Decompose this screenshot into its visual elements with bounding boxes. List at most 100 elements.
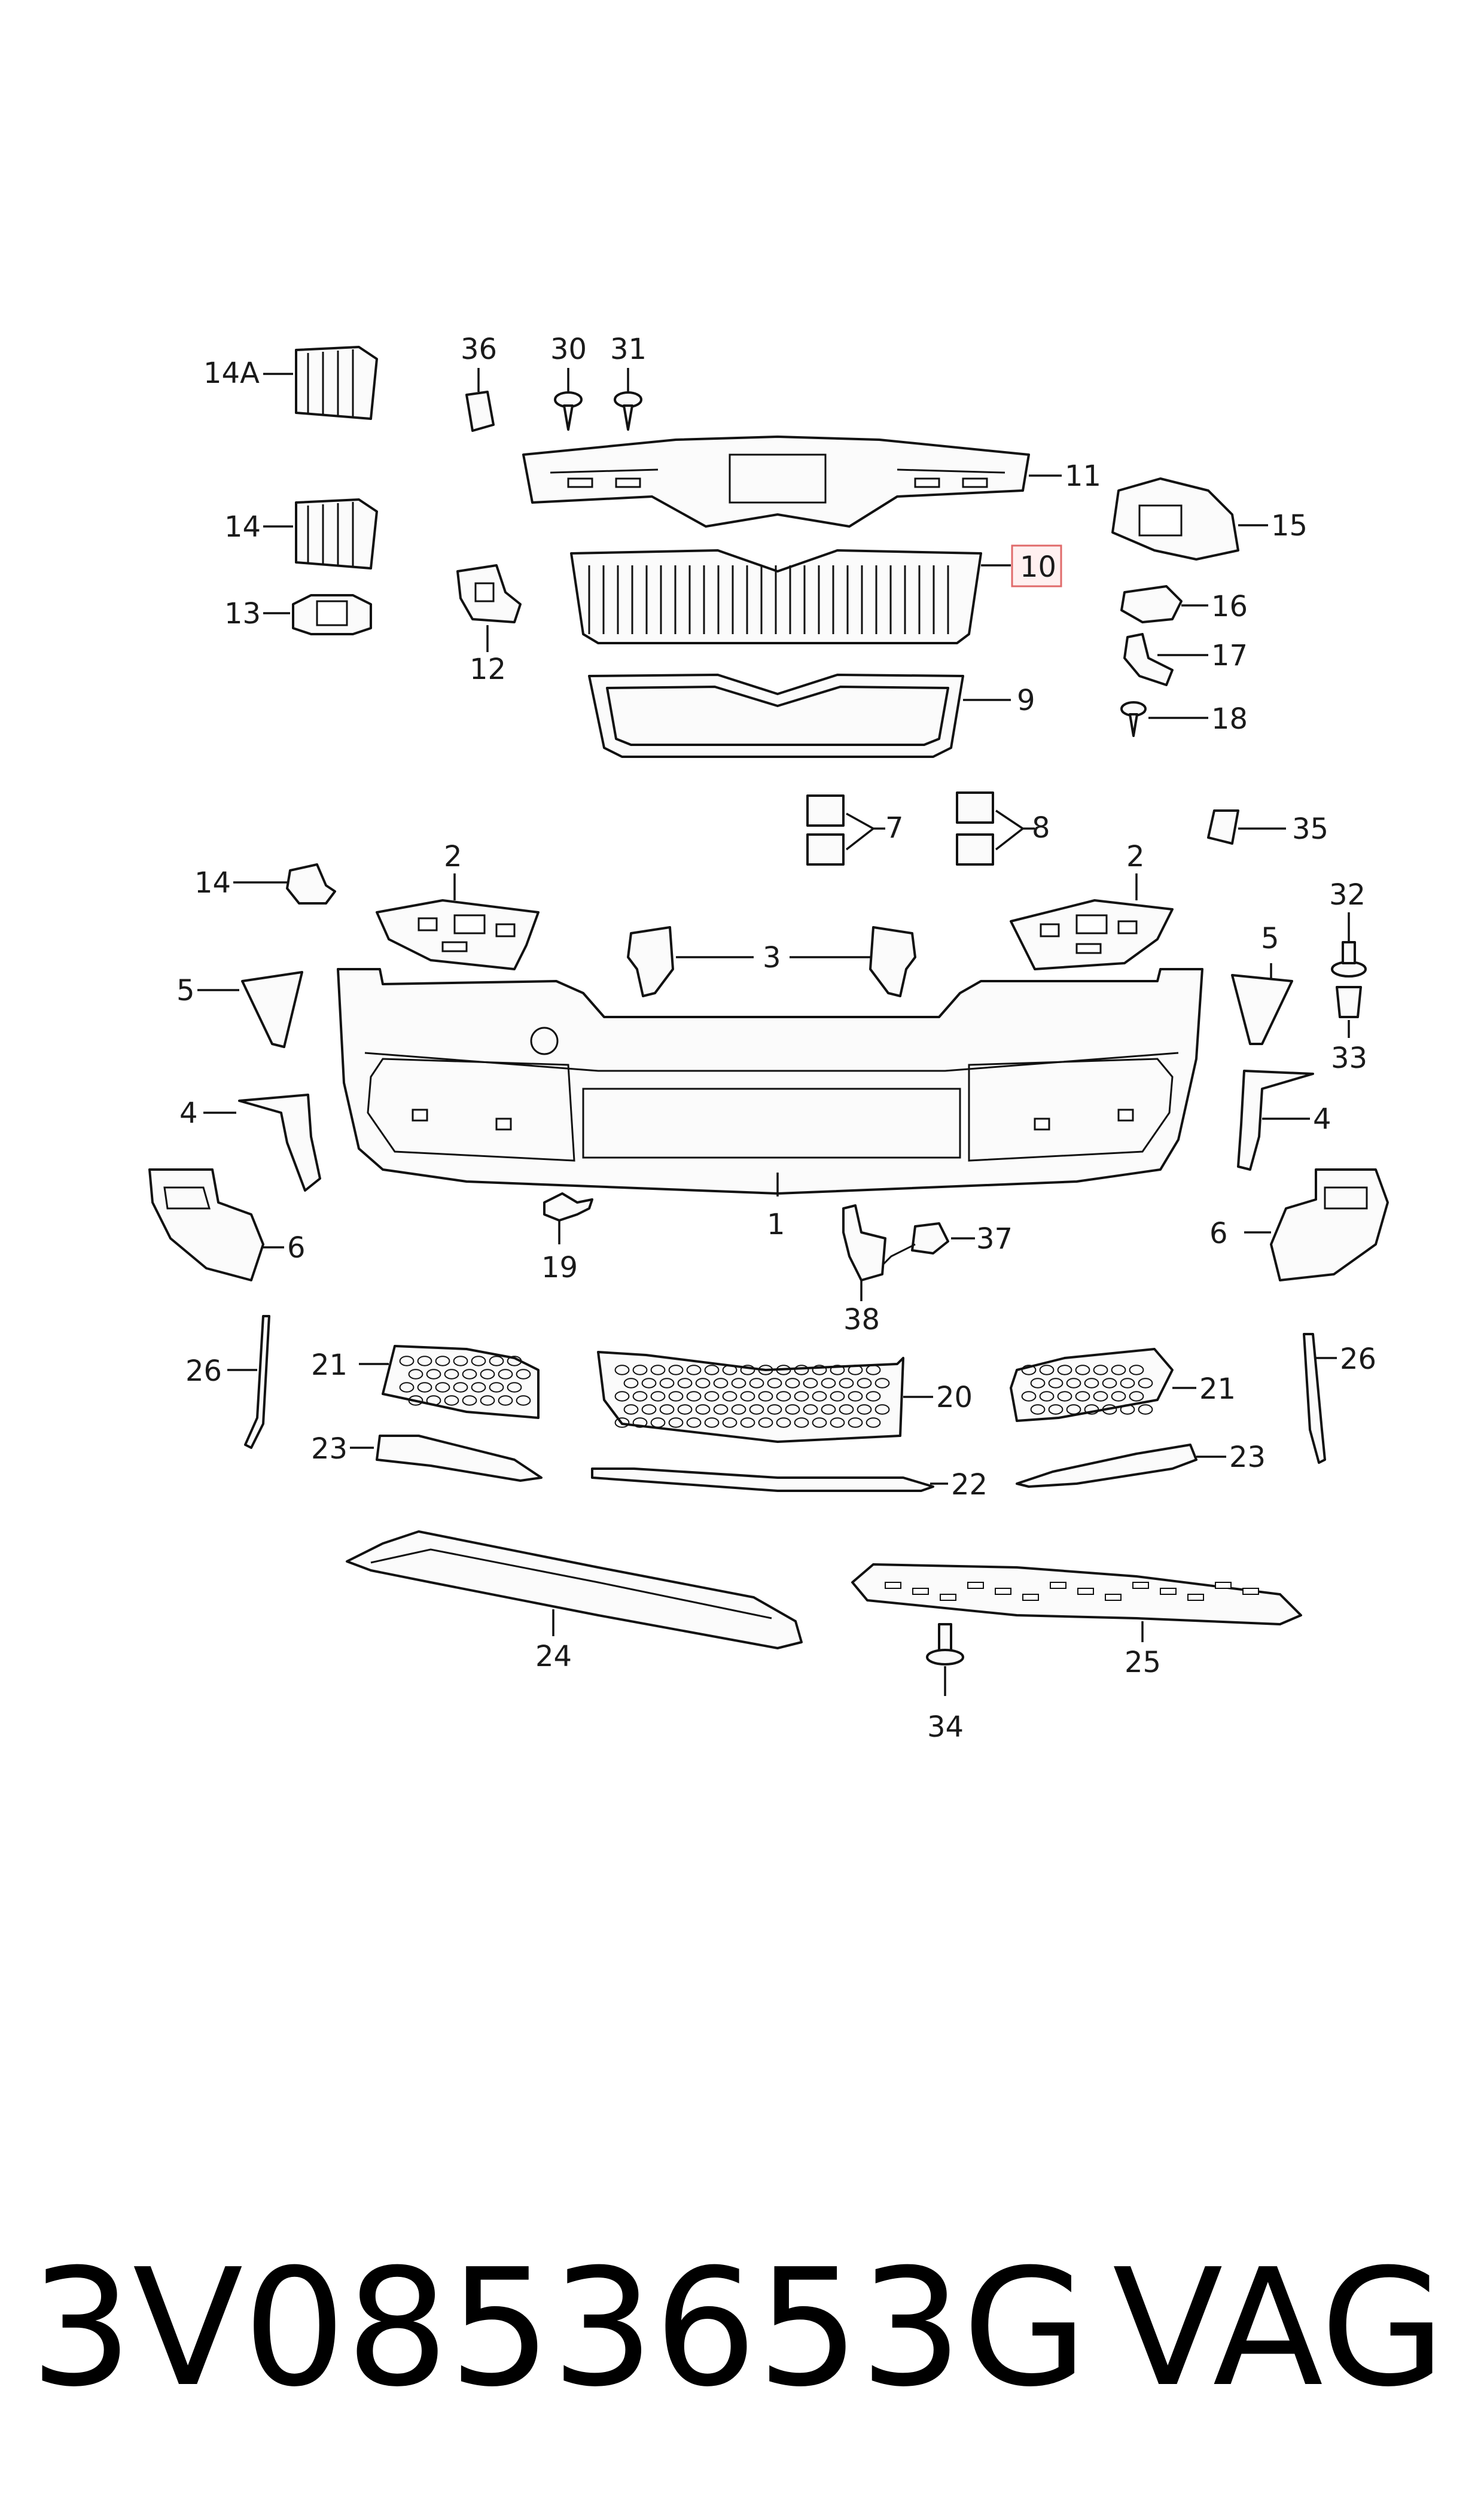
mesh-cell bbox=[758, 1365, 773, 1375]
callout-15: 15 bbox=[1271, 509, 1308, 543]
callout-10-highlight bbox=[1011, 544, 1062, 587]
mesh-cell bbox=[857, 1404, 872, 1415]
mesh-cell bbox=[776, 1365, 791, 1375]
mesh-cell bbox=[489, 1356, 504, 1366]
mesh-cell bbox=[767, 1404, 782, 1415]
callout-8: 8 bbox=[1032, 811, 1050, 845]
part-34-screw bbox=[926, 1623, 964, 1666]
panel-slot bbox=[1187, 1594, 1204, 1601]
mesh-cell bbox=[1129, 1365, 1144, 1375]
mesh-cell bbox=[659, 1378, 675, 1389]
part-35-clip bbox=[1207, 809, 1239, 845]
mesh-cell bbox=[695, 1404, 711, 1415]
mesh-cell bbox=[803, 1378, 818, 1389]
mesh-cell bbox=[668, 1365, 684, 1375]
callout-23-left: 23 bbox=[311, 1432, 348, 1466]
part-16-bracket bbox=[1120, 585, 1183, 623]
mesh-cell bbox=[803, 1404, 818, 1415]
mesh-cell bbox=[776, 1417, 791, 1428]
mesh-cell bbox=[812, 1391, 827, 1402]
callout-14-side: 14 bbox=[194, 866, 231, 900]
mesh-cell bbox=[426, 1369, 441, 1380]
mesh-cell bbox=[722, 1417, 738, 1428]
part-3-brackets bbox=[627, 926, 916, 997]
callout-33: 33 bbox=[1331, 1042, 1367, 1075]
mesh-cell bbox=[821, 1378, 836, 1389]
mesh-cell bbox=[704, 1391, 720, 1402]
mesh-cell bbox=[1030, 1404, 1046, 1415]
mesh-cell bbox=[740, 1417, 755, 1428]
mesh-cell bbox=[1066, 1378, 1081, 1389]
mesh-cell bbox=[794, 1417, 809, 1428]
mesh-cell bbox=[453, 1382, 468, 1393]
part-17-clip bbox=[1123, 633, 1174, 686]
mesh-cell bbox=[641, 1378, 657, 1389]
mesh-cell bbox=[632, 1365, 648, 1375]
mesh-cell bbox=[1057, 1365, 1072, 1375]
mesh-cell bbox=[1048, 1404, 1064, 1415]
mesh-cell bbox=[713, 1378, 729, 1389]
mesh-cell bbox=[1021, 1391, 1037, 1402]
mesh-cell bbox=[489, 1382, 504, 1393]
callout-24: 24 bbox=[535, 1640, 572, 1673]
part-6-right-bracket bbox=[1270, 1168, 1389, 1281]
part-19-grommet bbox=[543, 1192, 593, 1222]
mesh-cell bbox=[516, 1395, 531, 1406]
mesh-cell bbox=[758, 1391, 773, 1402]
callout-37: 37 bbox=[976, 1222, 1013, 1256]
mesh-cell bbox=[686, 1391, 702, 1402]
mesh-cell bbox=[677, 1378, 693, 1389]
mesh-cell bbox=[1084, 1378, 1099, 1389]
mesh-cell bbox=[426, 1395, 441, 1406]
callout-4-right: 4 bbox=[1313, 1103, 1331, 1136]
mesh-cell bbox=[1129, 1391, 1144, 1402]
mesh-cell bbox=[632, 1391, 648, 1402]
mesh-cell bbox=[874, 1404, 890, 1415]
part-25-underbody-panel bbox=[851, 1563, 1302, 1625]
mesh-cell bbox=[498, 1395, 513, 1406]
mesh-cell bbox=[1120, 1378, 1135, 1389]
mesh-cell bbox=[1075, 1365, 1090, 1375]
mesh-cell bbox=[776, 1391, 791, 1402]
mesh-cell bbox=[614, 1417, 630, 1428]
panel-slot bbox=[1050, 1582, 1066, 1589]
callout-13: 13 bbox=[224, 597, 261, 631]
mesh-cell bbox=[623, 1404, 639, 1415]
callout-11: 11 bbox=[1065, 459, 1101, 493]
callout-5-right: 5 bbox=[1261, 922, 1279, 955]
part-23-left-trim bbox=[376, 1435, 543, 1482]
part-15-bracket bbox=[1111, 477, 1239, 561]
part-18-screw bbox=[1120, 701, 1147, 737]
callout-26-right: 26 bbox=[1340, 1342, 1376, 1376]
mesh-cell bbox=[668, 1417, 684, 1428]
part-6-left-bracket bbox=[148, 1168, 264, 1281]
callout-17: 17 bbox=[1211, 639, 1248, 672]
callout-2-left: 2 bbox=[444, 840, 462, 873]
mesh-cell bbox=[821, 1404, 836, 1415]
mesh-cell bbox=[731, 1378, 746, 1389]
mesh-cell bbox=[785, 1378, 800, 1389]
part-2-right-bracket bbox=[1010, 899, 1174, 970]
callout-32: 32 bbox=[1329, 878, 1366, 912]
mesh-cell bbox=[740, 1391, 755, 1402]
callout-21-right: 21 bbox=[1199, 1372, 1236, 1406]
part-11-grille-carrier bbox=[522, 436, 1030, 528]
part-5-left-trim bbox=[241, 971, 303, 1048]
mesh-cell bbox=[686, 1365, 702, 1375]
callout-6-right: 6 bbox=[1209, 1217, 1228, 1250]
mesh-cell bbox=[812, 1417, 827, 1428]
mesh-cell bbox=[1120, 1404, 1135, 1415]
mesh-cell bbox=[731, 1404, 746, 1415]
mesh-cell bbox=[848, 1365, 863, 1375]
callout-36: 36 bbox=[461, 333, 497, 366]
mesh-cell bbox=[659, 1404, 675, 1415]
panel-slot bbox=[1077, 1588, 1094, 1595]
callout-7: 7 bbox=[885, 811, 904, 845]
mesh-cell bbox=[1093, 1391, 1108, 1402]
mesh-cell bbox=[1111, 1391, 1126, 1402]
mesh-cell bbox=[866, 1391, 881, 1402]
callout-12: 12 bbox=[470, 653, 506, 686]
mesh-cell bbox=[444, 1369, 459, 1380]
mesh-cell bbox=[417, 1382, 432, 1393]
